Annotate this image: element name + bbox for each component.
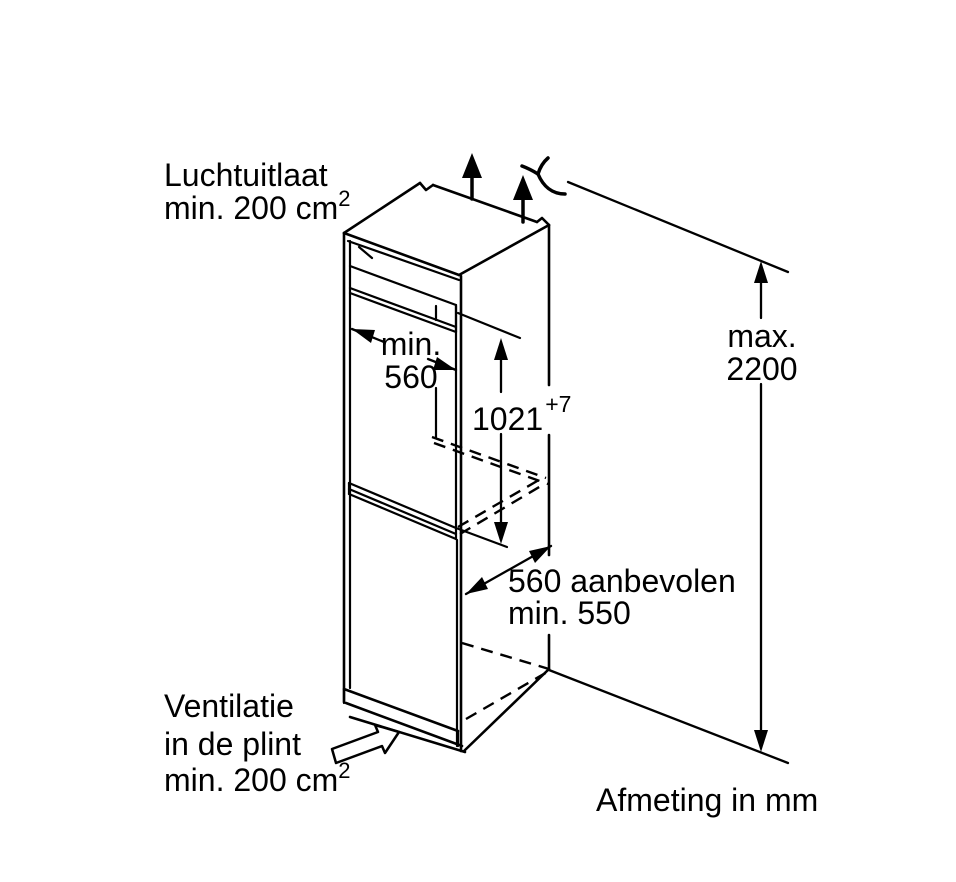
dimension-niche-height — [494, 338, 508, 544]
air-up-arrow-right-icon — [513, 175, 533, 200]
depth-arrow-rear-icon — [529, 546, 551, 563]
niche-height-label: 1021+7 — [472, 391, 571, 437]
plinth-vent-label-line3: min. 200 cm2 — [164, 758, 351, 798]
air-outlet-label-line2: min. 200 cm2 — [164, 186, 351, 226]
top-rear-edge — [431, 183, 539, 224]
plinth-vent-label-line2: in de plint — [164, 726, 301, 762]
top-left-depth-edge — [342, 181, 422, 235]
diagram-labels: Luchtuitlaat min. 200 cm2 min. 560 1021+… — [164, 157, 818, 818]
niche-width-arrow-right-icon — [433, 357, 456, 370]
cabinet-outline — [342, 181, 551, 754]
niche-height-arrow-down-icon — [494, 522, 508, 544]
bottom-hidden-rear-edge — [461, 641, 550, 671]
shelf-hidden-rear-edge-b — [433, 441, 549, 486]
air-curve-arrow-head-a — [536, 156, 550, 176]
top-rear-left-vent-notch — [418, 181, 435, 192]
top-rail-lower-edge-b — [348, 291, 458, 334]
air-curve-arrow-head-b — [520, 164, 540, 176]
air-up-arrow-left-icon — [462, 153, 482, 178]
airflow-symbols — [462, 153, 567, 224]
niche-width-label-line1: min. — [381, 326, 441, 362]
dimension-max-height — [547, 180, 790, 765]
top-right-depth-edge — [457, 223, 551, 277]
top-rail-upper-edge — [348, 264, 458, 307]
shelf-hidden-rear-edge-a — [431, 435, 547, 480]
top-front-edge-inner — [346, 239, 461, 282]
niche-top-extension-line — [456, 311, 522, 340]
niche-width-arrow-left-icon — [352, 329, 375, 343]
bottom-hidden-depth-edge — [465, 669, 550, 721]
units-note-label: Afmeting in mm — [596, 782, 818, 818]
depth-arrow-front-icon — [466, 577, 488, 594]
top-rear-right-vent-notch — [535, 216, 551, 227]
bottom-front-lower-edge — [348, 715, 467, 754]
max-height-arrow-down-icon — [754, 730, 768, 752]
shelf-edge-ends — [347, 481, 458, 541]
shelf-front-edge-b — [347, 487, 458, 536]
niche-height-arrow-up-icon — [494, 338, 508, 360]
air-curve-arrow-icon — [536, 172, 567, 196]
vent-slot-interior-edge — [357, 245, 374, 260]
max-height-extension-bottom — [547, 668, 790, 765]
depth-label-line1: 560 aanbevolen — [508, 563, 736, 599]
dimension-niche-width — [350, 327, 458, 372]
shelf-front-edge-c — [347, 492, 458, 541]
plinth-vent-arrow-icon — [330, 723, 401, 765]
cabinet-front-right-inner-edge — [454, 304, 459, 748]
door-bottom-edge — [342, 687, 460, 733]
shelf-hidden-right-edge-b — [459, 481, 547, 536]
shelf-front-edge-a — [347, 481, 458, 530]
niche-width-label-line2: 560 — [384, 359, 437, 395]
dimension-depth — [464, 544, 553, 596]
bottom-right-depth-edge — [462, 667, 551, 753]
max-height-label-line1: max. — [727, 318, 796, 354]
max-height-label-line2: 2200 — [726, 351, 797, 387]
depth-label-line2: min. 550 — [508, 595, 631, 631]
max-height-arrow-up-icon — [754, 261, 768, 283]
max-height-extension-top — [566, 180, 790, 274]
top-rail-lower-edge-a — [348, 286, 458, 329]
bottom-panel-front-edge — [344, 701, 464, 748]
plinth-vent-label-line1: Ventilatie — [164, 688, 294, 724]
top-front-edge — [342, 231, 461, 277]
air-outlet-label-line1: Luchtuitlaat — [164, 157, 328, 193]
